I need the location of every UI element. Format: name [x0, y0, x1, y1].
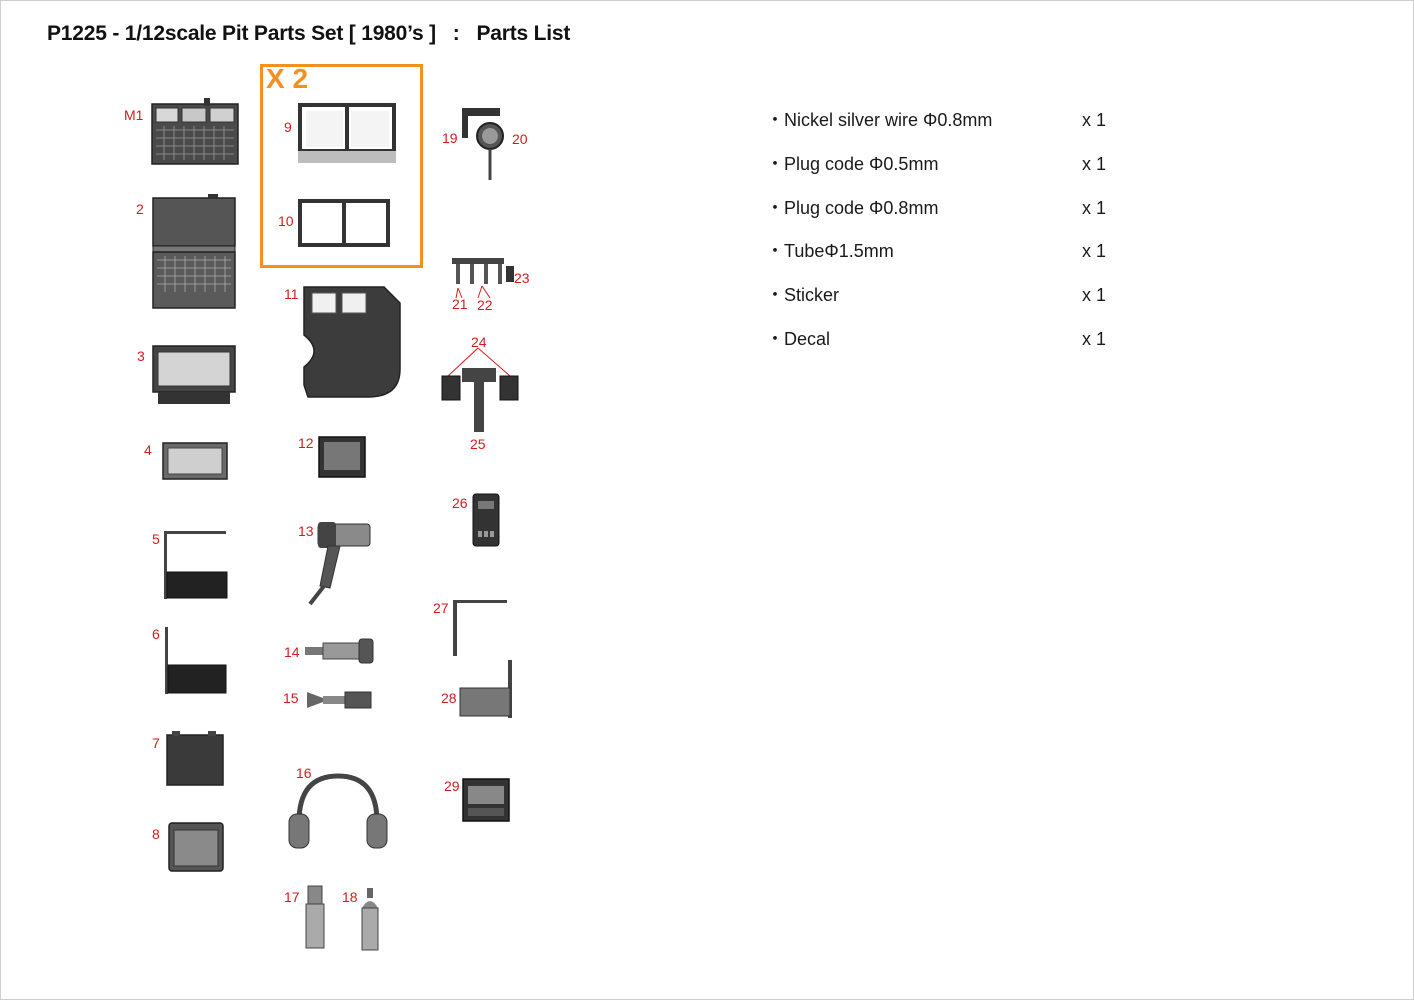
part-14-socket	[305, 637, 377, 667]
part-m1-keyboard-computer	[150, 98, 240, 166]
material-2-name: ・Plug code Φ0.5mm	[766, 154, 939, 174]
part-label-10: 10	[278, 213, 294, 229]
part-12-small-screen	[318, 436, 368, 480]
multiplier-label: X 2	[266, 63, 309, 94]
part-label-4: 4	[144, 442, 152, 458]
part-label-6: 6	[152, 626, 160, 642]
part-label-25: 25	[470, 436, 486, 452]
part-label-22: 22	[477, 297, 493, 313]
part-label-11: 11	[284, 286, 299, 302]
material-5-name: ・Sticker	[766, 285, 840, 305]
part-label-28: 28	[441, 690, 457, 706]
part-6-l-bracket-tray	[164, 626, 230, 696]
part-label-15: 15	[283, 690, 299, 706]
part-label-9: 9	[284, 119, 292, 135]
part-label-8: 8	[152, 826, 160, 842]
part-label-20: 20	[512, 131, 528, 147]
part-29-charger	[462, 778, 512, 824]
part-label-21: 21	[452, 296, 468, 312]
part-label-29: 29	[444, 778, 460, 794]
material-5-qty: x 1	[1081, 285, 1106, 305]
part-24-25-hose-stand	[440, 347, 522, 434]
part-label-19: 19	[442, 130, 458, 146]
part-27-l-bracket	[451, 598, 509, 658]
part-label-14: 14	[284, 644, 300, 660]
part-label-5: 5	[152, 531, 160, 547]
material-6-name: ・Decal	[766, 329, 831, 349]
part-label-18: 18	[342, 889, 358, 905]
part-label-12: 12	[298, 435, 314, 451]
material-1-name: ・Nickel silver wire Φ0.8mm	[766, 110, 993, 130]
part-16-headphones	[285, 770, 391, 852]
part-18-spray-can	[358, 888, 382, 952]
part-label-17: 17	[284, 889, 300, 905]
part-15-socket	[305, 688, 375, 712]
material-6-qty: x 1	[1081, 329, 1106, 349]
part-13-impact-wrench	[304, 518, 376, 608]
part-label-27: 27	[433, 600, 449, 616]
part-4-small-panel	[162, 442, 228, 480]
part-label-3: 3	[137, 348, 145, 364]
material-4-qty: x 1	[1081, 241, 1106, 261]
part-8-box	[168, 822, 226, 874]
part-3-display-panel	[152, 345, 238, 407]
part-label-13: 13	[298, 523, 314, 539]
part-label-m1: M1	[124, 107, 144, 123]
page-title: P1225 - 1/12scale Pit Parts Set [ 1980’s…	[47, 22, 571, 45]
part-26-control-box	[472, 493, 502, 549]
part-2-laptop-computer	[152, 194, 238, 310]
part-label-26: 26	[452, 495, 468, 511]
part-label-16: 16	[296, 765, 312, 781]
part-21-23-plug-runner	[450, 256, 516, 304]
material-4-name: ・TubeΦ1.5mm	[766, 241, 894, 261]
part-5-l-bracket-tray	[163, 528, 229, 600]
material-3-name: ・Plug code Φ0.8mm	[766, 198, 939, 218]
part-28-l-bracket-tray	[458, 658, 516, 720]
part-label-23: 23	[514, 270, 530, 286]
x2-highlight-box	[260, 64, 423, 268]
part-10-double-window-frame	[298, 199, 392, 249]
part-17-spray-can	[304, 885, 326, 952]
part-label-24: 24	[471, 334, 487, 350]
part-label-7: 7	[152, 735, 160, 751]
part-11-side-panel	[300, 285, 404, 401]
part-label-2: 2	[136, 201, 144, 217]
part-7-dark-case	[166, 731, 226, 787]
material-3-qty: x 1	[1081, 198, 1106, 218]
material-1-qty: x 1	[1081, 110, 1106, 130]
part-19-20-gauge	[458, 106, 508, 184]
part-9-double-window-frame	[298, 103, 398, 167]
material-2-qty: x 1	[1081, 154, 1106, 174]
